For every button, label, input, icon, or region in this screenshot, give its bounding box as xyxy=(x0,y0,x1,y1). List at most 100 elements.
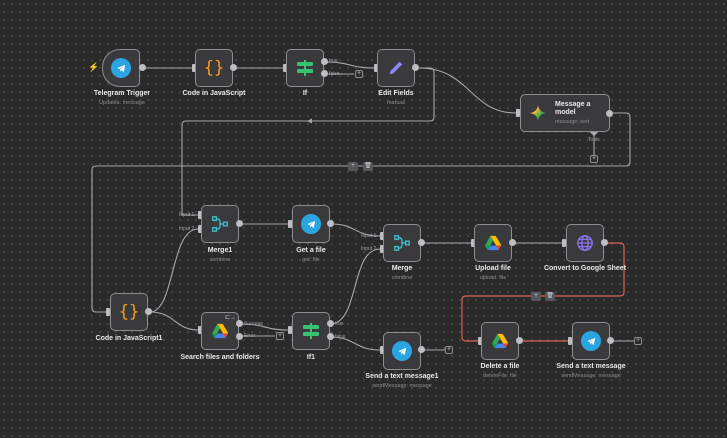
telegram-icon xyxy=(581,331,601,351)
input-handle[interactable] xyxy=(374,64,378,72)
output-handle[interactable] xyxy=(412,64,419,71)
input-handle[interactable] xyxy=(106,308,110,316)
node-subtitle: manual xyxy=(386,100,406,106)
input-handle[interactable] xyxy=(380,346,384,354)
input-handle[interactable] xyxy=(562,239,566,247)
node-subtitle: combine xyxy=(209,257,231,263)
node-label: Get a file xyxy=(296,247,326,254)
node-label: If1 xyxy=(306,354,316,361)
output-handle-false[interactable] xyxy=(321,70,328,77)
input-handle[interactable] xyxy=(471,239,475,247)
edge-codejs1-search xyxy=(149,311,199,331)
telegram-icon xyxy=(111,58,131,78)
if-icon xyxy=(303,323,319,339)
node-label: Telegram Trigger xyxy=(93,90,151,97)
input-handle[interactable] xyxy=(288,220,292,228)
edge-codejs1-merge1 xyxy=(149,228,199,313)
node-label: Send a text message1 xyxy=(365,373,439,380)
output-handle-true[interactable] xyxy=(321,58,328,65)
pencil-icon xyxy=(389,61,403,75)
node-subtitle: deleteFile: file xyxy=(483,373,517,379)
output-handle[interactable] xyxy=(606,110,613,117)
edge-delete-button[interactable]: 🗑 xyxy=(545,292,555,301)
node-subtitle: combine xyxy=(391,275,413,281)
node-search-files-and-folders[interactable]: ⊏→ xyxy=(201,312,239,350)
output-handle[interactable] xyxy=(236,220,243,227)
edge-add-button[interactable]: + xyxy=(348,162,358,171)
add-node-button[interactable]: + xyxy=(634,337,642,345)
node-subtitle: sendMessage: message xyxy=(372,383,432,389)
node-label: If xyxy=(302,90,308,97)
node-merge1[interactable] xyxy=(201,205,239,243)
node-edit-fields[interactable] xyxy=(377,49,415,87)
input-handle[interactable] xyxy=(478,337,482,345)
port-label-input1: Input 1 xyxy=(179,212,195,218)
node-if[interactable] xyxy=(286,49,324,87)
input-handle-2[interactable] xyxy=(380,245,384,253)
if-icon xyxy=(297,60,313,76)
node-label: Merge1 xyxy=(207,247,233,254)
input-handle[interactable] xyxy=(516,109,520,117)
port-label-input2: Input 2 xyxy=(179,226,195,232)
output-handle[interactable] xyxy=(601,239,608,246)
node-telegram-trigger[interactable] xyxy=(102,49,140,87)
node-send-a-text-message[interactable] xyxy=(572,322,610,360)
output-handle[interactable] xyxy=(418,346,425,353)
output-handle-success[interactable] xyxy=(236,320,243,327)
output-handle[interactable] xyxy=(145,308,152,315)
output-handle-true[interactable] xyxy=(327,320,334,327)
output-handle[interactable] xyxy=(327,220,334,227)
edge-add-button[interactable]: + xyxy=(531,292,541,301)
node-message-a-model[interactable]: Message a model message: text xyxy=(520,94,610,132)
merge-icon xyxy=(212,216,228,232)
node-send-a-text-message1[interactable] xyxy=(383,332,421,370)
add-node-button[interactable]: + xyxy=(355,70,363,78)
input-handle[interactable] xyxy=(198,326,202,334)
output-handle[interactable] xyxy=(509,239,516,246)
google-drive-icon xyxy=(212,323,228,339)
port-label-true: true xyxy=(329,58,338,64)
node-subtitle: Updates: message xyxy=(99,100,145,106)
node-code-in-javascript1[interactable]: {} xyxy=(110,293,148,331)
input-handle[interactable] xyxy=(568,337,572,345)
node-convert-to-google-sheet[interactable] xyxy=(566,224,604,262)
input-handle[interactable] xyxy=(192,64,196,72)
port-label-false: false xyxy=(335,334,346,340)
edge-delete-button[interactable]: 🗑 xyxy=(363,162,373,171)
telegram-icon xyxy=(392,341,412,361)
node-if1[interactable] xyxy=(292,312,330,350)
output-handle-false[interactable] xyxy=(327,333,334,340)
merge-icon xyxy=(394,235,410,251)
output-handle[interactable] xyxy=(607,337,614,344)
google-drive-icon xyxy=(485,235,501,251)
output-handle[interactable] xyxy=(418,239,425,246)
input-handle[interactable] xyxy=(288,326,292,334)
node-label: Upload file xyxy=(475,265,511,272)
input-handle[interactable] xyxy=(283,64,287,72)
output-handle-error[interactable] xyxy=(236,333,243,340)
add-tool-button[interactable]: + xyxy=(590,155,598,163)
output-handle[interactable] xyxy=(230,64,237,71)
node-upload-file[interactable] xyxy=(474,224,512,262)
node-delete-a-file[interactable] xyxy=(481,322,519,360)
error-output-icon: ⊏→ xyxy=(224,315,236,321)
node-merge[interactable] xyxy=(383,224,421,262)
node-code-in-javascript[interactable]: {} xyxy=(195,49,233,87)
add-node-button[interactable]: + xyxy=(445,346,453,354)
add-node-button[interactable]: + xyxy=(276,332,284,340)
code-braces-icon: {} xyxy=(118,302,140,322)
node-label: Code in JavaScript xyxy=(182,90,246,97)
telegram-icon xyxy=(301,214,321,234)
node-get-a-file[interactable] xyxy=(292,205,330,243)
output-handle[interactable] xyxy=(139,64,146,71)
port-label-true: true xyxy=(335,321,344,327)
input-handle-2[interactable] xyxy=(198,225,202,233)
tools-label: Tools xyxy=(588,137,600,143)
node-label: Convert to Google Sheet xyxy=(543,265,627,272)
input-handle-1[interactable] xyxy=(380,232,384,240)
node-label: Edit Fields xyxy=(378,90,414,97)
input-handle-1[interactable] xyxy=(198,211,202,219)
port-label-error: Error xyxy=(244,333,256,339)
port-label-input2: Input 2 xyxy=(361,246,377,252)
output-handle[interactable] xyxy=(516,337,523,344)
